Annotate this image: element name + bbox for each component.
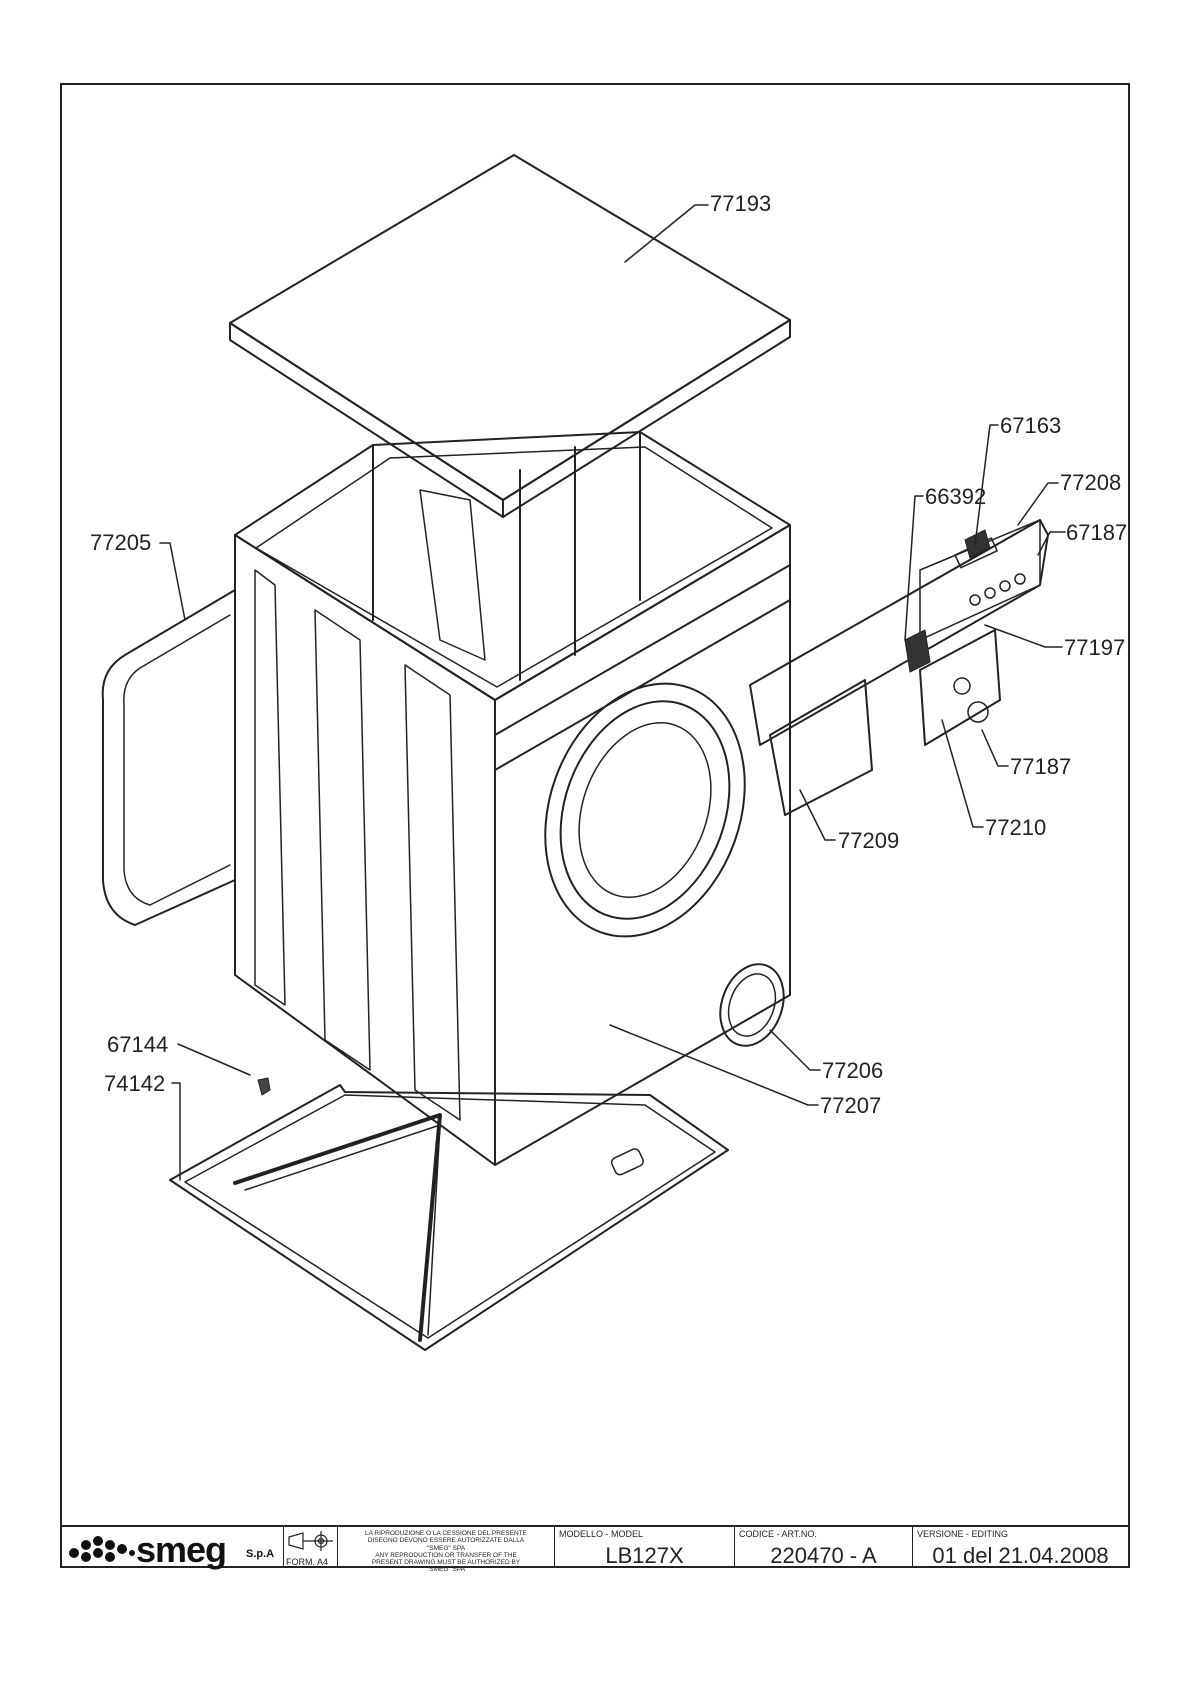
version-caption: VERSIONE - EDITING bbox=[917, 1529, 1009, 1539]
legal-line: "SMEG" SPA bbox=[426, 1544, 466, 1552]
callout-77206: 77206 bbox=[822, 1058, 884, 1083]
version-value: 01 del 21.04.2008 bbox=[932, 1543, 1109, 1568]
callout-77209: 77209 bbox=[838, 828, 900, 853]
legal-line: LA RIPRODUZIONE O LA CESSIONE DEL PRESEN… bbox=[365, 1530, 527, 1537]
callout-77210: 77210 bbox=[985, 815, 1047, 840]
legal-line: DISEGNO DEVONO ESSERE AUTORIZZATE DALLA bbox=[367, 1537, 525, 1545]
projection-cell: FORM. A4 bbox=[283, 1527, 337, 1568]
title-block: smeg S.p.A FORM. A4 LA RIPRODUZIONE O LA… bbox=[60, 1525, 1130, 1573]
version-cell: VERSIONE - EDITING 01 del 21.04.2008 bbox=[912, 1527, 1128, 1568]
form-size-label: FORM. A4 bbox=[286, 1557, 329, 1567]
legal-line: "SMEG" SPA bbox=[426, 1566, 466, 1574]
code-value: 220470 - A bbox=[770, 1543, 877, 1568]
legal-notice: LA RIPRODUZIONE O LA CESSIONE DEL PRESEN… bbox=[338, 1530, 554, 1574]
cabinet-part bbox=[234, 431, 791, 1166]
model-caption: MODELLO - MODEL bbox=[559, 1529, 644, 1539]
callout-77187: 77187 bbox=[1010, 754, 1072, 779]
filter-cap-part bbox=[719, 963, 785, 1047]
legal-line: PRESENT DRAWING MUST BE AUTHORIZED BY bbox=[371, 1559, 521, 1567]
top-lid-part bbox=[229, 154, 791, 518]
code-caption: CODICE - ART.NO. bbox=[739, 1529, 817, 1539]
brand-logo: smeg S.p.A bbox=[66, 1529, 274, 1570]
callout-67187: 67187 bbox=[1066, 520, 1128, 545]
projection-symbol-icon bbox=[288, 1531, 333, 1551]
legal-line: ANY REPRODUCTION OR TRANSFER OF THE bbox=[375, 1551, 517, 1559]
callout-66392: 66392 bbox=[925, 484, 987, 509]
model-value: LB127X bbox=[605, 1543, 684, 1568]
callout-77208: 77208 bbox=[1060, 470, 1122, 495]
base-plinth-part bbox=[169, 1084, 729, 1351]
control-panel-part bbox=[749, 519, 1049, 816]
smeg-dots-icon bbox=[69, 1536, 135, 1562]
callout-77207: 77207 bbox=[820, 1093, 882, 1118]
side-gasket-part bbox=[101, 589, 236, 926]
brand-wordmark: smeg bbox=[136, 1529, 227, 1570]
callout-67144: 67144 bbox=[107, 1032, 169, 1057]
legal-notice-cell: LA RIPRODUZIONE O LA CESSIONE DEL PRESEN… bbox=[337, 1527, 554, 1573]
brand-suffix: S.p.A bbox=[246, 1548, 275, 1560]
drawing-frame bbox=[60, 83, 1130, 1568]
foot-clip-part bbox=[257, 1077, 271, 1096]
callout-74142: 74142 bbox=[104, 1071, 166, 1096]
callout-77193: 77193 bbox=[710, 191, 772, 216]
code-cell: CODICE - ART.NO. 220470 - A bbox=[734, 1527, 912, 1568]
leader-lines bbox=[159, 204, 1066, 1181]
model-cell: MODELLO - MODEL LB127X bbox=[554, 1527, 734, 1568]
callout-77205: 77205 bbox=[90, 530, 152, 555]
porthole-door bbox=[544, 682, 746, 938]
callout-77197: 77197 bbox=[1064, 635, 1126, 660]
callout-67163: 67163 bbox=[1000, 413, 1062, 438]
